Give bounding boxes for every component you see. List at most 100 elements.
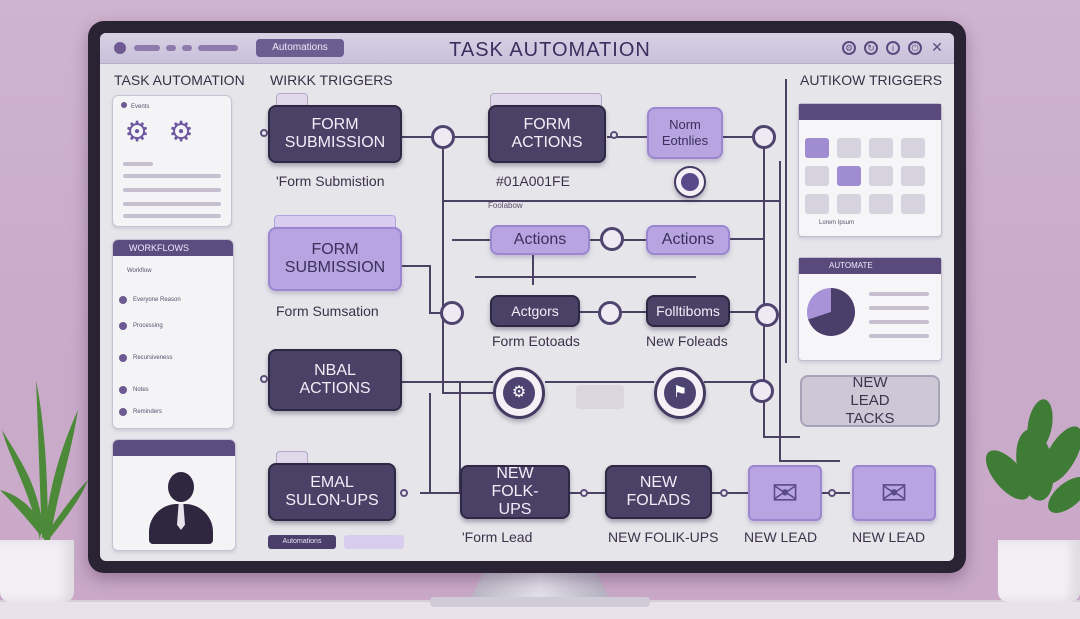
actions-node[interactable]: Actions	[646, 225, 730, 255]
actions-node[interactable]: Actions	[490, 225, 590, 255]
grid-tile[interactable]	[901, 138, 925, 158]
automation-trigger-node[interactable]: ⚑	[654, 367, 706, 419]
form-submission-node[interactable]: FORM SUBMISSION	[268, 105, 402, 163]
placeholder-line	[123, 188, 221, 192]
trigger-grid-panel: Lorem Ipsum	[798, 103, 942, 237]
grid-tile[interactable]	[837, 166, 861, 186]
secondary-button[interactable]	[344, 535, 404, 549]
grid-tile[interactable]	[869, 194, 893, 214]
connector-pin	[610, 131, 618, 139]
placeholder-line	[123, 202, 221, 206]
list-bullet-icon	[119, 322, 127, 330]
profile-card	[112, 439, 236, 551]
connector-hub[interactable]	[750, 379, 774, 403]
list-bullet-icon	[119, 354, 127, 362]
plant-pot-right	[998, 540, 1080, 602]
right-triggers-heading: AUTIKOW TRIGGERS	[800, 72, 943, 88]
pie-chart-icon[interactable]	[807, 288, 855, 336]
actgors-node[interactable]: Actgors	[490, 295, 580, 327]
plant-right-decoration	[985, 399, 1080, 513]
gear-icon[interactable]: ⚙	[124, 116, 150, 147]
node-caption: New Foleads	[646, 333, 728, 349]
avatar-icon[interactable]	[168, 472, 194, 502]
list-item[interactable]: Recursiveness	[133, 355, 173, 361]
settings-icon[interactable]: ⚙	[842, 41, 856, 55]
workflows-card: WORKFLOWS Workflow Everyone Reason Proce…	[112, 239, 234, 429]
tab-automations[interactable]: Automations	[256, 39, 344, 57]
placeholder-line	[123, 214, 221, 218]
connector-pin	[400, 489, 408, 497]
grid-tile[interactable]	[805, 166, 829, 186]
connector-pin	[260, 129, 268, 137]
list-item[interactable]: Reminders	[133, 409, 163, 415]
flag-icon: ⚑	[664, 377, 696, 409]
node-caption: NEW LEAD	[852, 529, 926, 545]
placeholder-line	[869, 334, 929, 338]
node-caption: Form Sumsation	[276, 303, 379, 319]
menu-placeholder[interactable]	[182, 45, 192, 51]
connector-hub[interactable]	[600, 227, 624, 251]
left-triggers-heading: WIRKK TRIGGERS	[270, 72, 393, 88]
node-caption: NEW FOLIK-UPS	[608, 529, 719, 545]
menu-placeholder[interactable]	[198, 45, 238, 51]
gear-icon[interactable]: ⚙	[168, 116, 194, 147]
list-item[interactable]: Everyone Reason	[133, 297, 181, 303]
folltiboms-node[interactable]: Folltiboms	[646, 295, 730, 327]
info-icon[interactable]: i	[886, 41, 900, 55]
list-item[interactable]: Notes	[133, 387, 149, 393]
grid-tile[interactable]	[837, 194, 861, 214]
connector-hub[interactable]	[755, 303, 779, 327]
grid-tile[interactable]	[837, 138, 861, 158]
nbal-actions-node[interactable]: NBAL ACTIONS	[268, 349, 402, 411]
norm-actions-node[interactable]: Norm Eotnlies	[647, 107, 723, 159]
new-followups-node[interactable]: NEW FOLK-UPS	[460, 465, 570, 519]
gear-icon: ⚙	[503, 377, 535, 409]
grid-tile[interactable]	[869, 166, 893, 186]
grid-tile[interactable]	[869, 138, 893, 158]
mail-envelope-icon[interactable]: ✉	[852, 465, 936, 521]
workflows-header: WORKFLOWS	[113, 240, 233, 256]
node-caption: Form Eotoads	[492, 333, 580, 349]
heart-icon	[681, 173, 699, 191]
connector-hub[interactable]	[440, 301, 464, 325]
avatar-tie	[177, 504, 185, 530]
email-followups-node[interactable]: EMAL SULON-UPS	[268, 463, 396, 521]
monitor-stand-base	[430, 597, 650, 607]
plant-left-decoration	[0, 380, 88, 540]
connector-label	[576, 385, 624, 409]
menu-placeholder[interactable]	[134, 45, 160, 51]
grid-tile[interactable]	[901, 166, 925, 186]
new-lead-tasks-node[interactable]: NEW LEAD TACKS	[800, 374, 940, 427]
connector-hub[interactable]	[752, 125, 776, 149]
connector-hub[interactable]	[431, 125, 455, 149]
node-caption: 'Form Submistion	[276, 173, 385, 189]
mail-envelope-icon[interactable]: ✉	[748, 465, 822, 521]
grid-panel-header	[799, 104, 941, 120]
list-bullet-icon	[119, 408, 127, 416]
grid-tile[interactable]	[805, 194, 829, 214]
refresh-icon[interactable]: ↻	[864, 41, 878, 55]
automation-gear-node[interactable]: ⚙	[493, 367, 545, 419]
list-item[interactable]: Processing	[133, 323, 163, 329]
form-submission-node[interactable]: FORM SUBMISSION	[268, 227, 402, 291]
profile-header	[113, 440, 235, 456]
list-bullet-icon	[119, 296, 127, 304]
grid-tile[interactable]	[805, 138, 829, 158]
plant-pot-left	[0, 540, 74, 602]
automations-button[interactable]: Automations	[268, 535, 336, 549]
form-actions-node[interactable]: FORM ACTIONS	[488, 105, 606, 163]
connector-pin	[260, 375, 268, 383]
new-foleads-node[interactable]: NEW FOLADS	[605, 465, 712, 519]
form-circle-node[interactable]	[674, 166, 706, 198]
sidebar-heading: TASK AUTOMATION	[114, 72, 245, 88]
list-item[interactable]: Workflow	[127, 268, 152, 274]
connector-hub[interactable]	[598, 301, 622, 325]
node-caption: NEW LEAD	[744, 529, 818, 545]
menu-placeholder[interactable]	[166, 45, 176, 51]
list-bullet-icon	[119, 386, 127, 394]
close-icon[interactable]: ✕	[931, 39, 943, 55]
power-icon[interactable]: ⏻	[908, 41, 922, 55]
grid-footer-label: Lorem Ipsum	[819, 220, 855, 226]
node-caption: 'Form Lead	[462, 529, 533, 545]
grid-tile[interactable]	[901, 194, 925, 214]
